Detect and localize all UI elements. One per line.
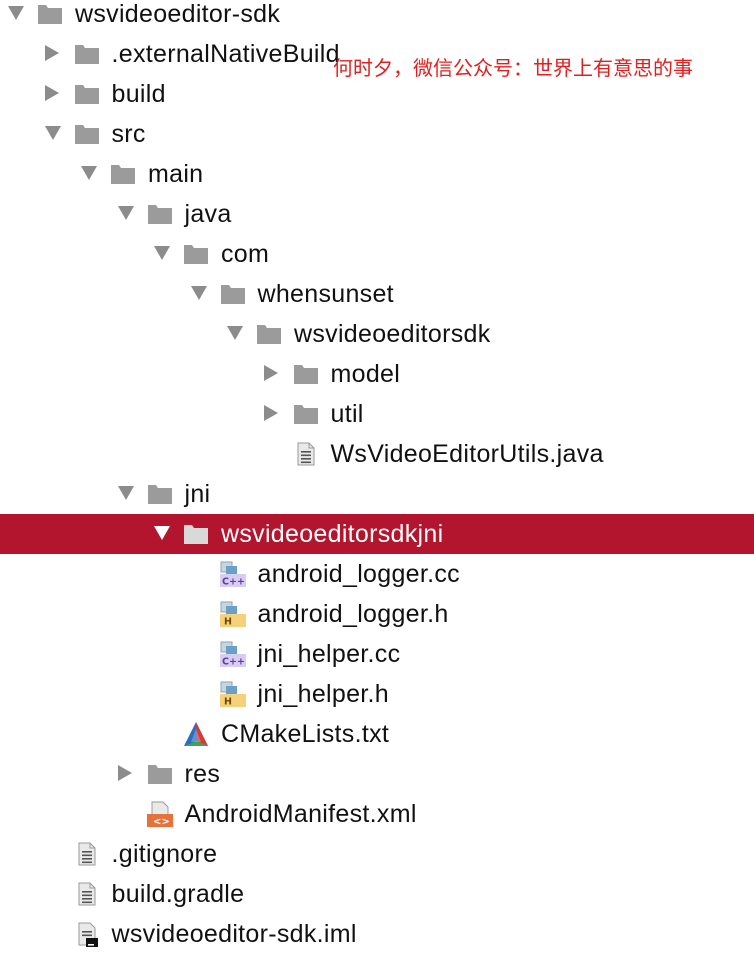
- folder-icon: [147, 481, 173, 507]
- tree-item-label: android_logger.cc: [257, 560, 460, 588]
- svg-text:<>: <>: [153, 817, 170, 828]
- folder-icon: [293, 401, 319, 427]
- tree-item-wsvideoeditorsdkjni[interactable]: wsvideoeditorsdkjni: [0, 514, 754, 554]
- tree-item-gitignore[interactable]: .gitignore: [0, 834, 754, 874]
- tree-item-label: WsVideoEditorUtils.java: [330, 440, 604, 468]
- tree-item-res[interactable]: res: [0, 754, 754, 794]
- chevron-right-icon[interactable]: [263, 365, 278, 381]
- header-file-icon: H: [219, 681, 246, 708]
- tree-item-label: wsvideoeditorsdk: [294, 320, 491, 348]
- header-file-icon: H: [219, 601, 246, 628]
- tree-item-model[interactable]: model: [0, 354, 754, 394]
- tree-item-whensunset[interactable]: whensunset: [0, 274, 754, 314]
- tree-item-label: wsvideoeditor-sdk: [75, 0, 281, 28]
- folder-icon: [74, 121, 100, 147]
- folder-icon: [293, 361, 319, 387]
- tree-item-android-logger-cc[interactable]: C++ android_logger.cc: [0, 554, 754, 594]
- chevron-down-icon[interactable]: [227, 326, 243, 340]
- chevron-down-icon[interactable]: [190, 286, 207, 300]
- tree-item-label: src: [111, 120, 146, 148]
- folder-icon: [147, 761, 173, 787]
- iml-file-icon: [74, 921, 100, 947]
- chevron-right-icon[interactable]: [117, 765, 132, 781]
- file-icon: [74, 881, 100, 907]
- tree-item-label: build: [111, 80, 166, 108]
- tree-item-wsvideoeditorsdk[interactable]: wsvideoeditorsdk: [0, 314, 754, 354]
- tree-item-label: whensunset: [257, 280, 394, 308]
- tree-item-label: .externalNativeBuild: [111, 40, 340, 68]
- tree-item-util[interactable]: util: [0, 394, 754, 434]
- chevron-down-icon[interactable]: [81, 166, 97, 180]
- tree-item-wsvideoeditor-sdk-iml[interactable]: wsvideoeditor-sdk.iml: [0, 914, 754, 954]
- tree-item-label: wsvideoeditor-sdk.iml: [111, 920, 357, 948]
- chevron-right-icon[interactable]: [44, 45, 59, 61]
- tree-item-main[interactable]: main: [0, 154, 754, 194]
- tree-item-label: res: [184, 760, 221, 788]
- chevron-down-icon[interactable]: [154, 526, 170, 540]
- tree-item-externalnativebuild[interactable]: .externalNativeBuild: [0, 34, 754, 74]
- folder-icon: [74, 41, 100, 67]
- folder-icon: [183, 521, 209, 547]
- folder-icon: [110, 161, 136, 187]
- tree-item-label: AndroidManifest.xml: [184, 800, 417, 828]
- svg-text:C++: C++: [222, 577, 245, 588]
- folder-icon: [37, 1, 63, 27]
- tree-item-build[interactable]: build: [0, 74, 754, 114]
- cpp-file-icon: C++: [219, 641, 246, 668]
- tree-item-label: util: [330, 400, 364, 428]
- tree-item-jni[interactable]: jni: [0, 474, 754, 514]
- tree-item-src[interactable]: src: [0, 114, 754, 154]
- tree-item-androidmanifest-xml[interactable]: <> AndroidManifest.xml: [0, 794, 754, 834]
- chevron-down-icon[interactable]: [44, 126, 61, 140]
- tree-item-jni-helper-cc[interactable]: C++ jni_helper.cc: [0, 634, 754, 674]
- tree-item-label: jni_helper.cc: [257, 640, 401, 668]
- chevron-right-icon[interactable]: [263, 405, 278, 421]
- chevron-down-icon[interactable]: [117, 206, 134, 220]
- folder-icon: [74, 81, 100, 107]
- chevron-down-icon[interactable]: [117, 486, 134, 500]
- svg-text:H: H: [224, 697, 232, 708]
- tree-item-label: android_logger.h: [257, 600, 449, 628]
- folder-icon: [220, 281, 246, 307]
- chevron-down-icon[interactable]: [8, 6, 24, 20]
- folder-icon: [147, 201, 173, 227]
- tree-item-label: wsvideoeditorsdkjni: [221, 520, 444, 548]
- file-icon: [74, 841, 100, 867]
- svg-text:H: H: [224, 617, 232, 628]
- tree-item-com[interactable]: com: [0, 234, 754, 274]
- xml-file-icon: <>: [146, 801, 173, 828]
- folder-icon: [256, 321, 282, 347]
- tree-item-label: model: [330, 360, 401, 388]
- tree-item-java[interactable]: java: [0, 194, 754, 234]
- tree-item-wsvideoeditor-sdk[interactable]: wsvideoeditor-sdk: [0, 0, 754, 34]
- folder-icon: [183, 241, 209, 267]
- chevron-down-icon[interactable]: [154, 246, 170, 260]
- tree-item-label: CMakeLists.txt: [221, 720, 390, 748]
- cpp-file-icon: C++: [219, 561, 246, 588]
- cmake-icon: [183, 721, 209, 747]
- tree-item-label: com: [221, 240, 270, 268]
- tree-item-label: .gitignore: [111, 840, 218, 868]
- tree-item-cmakelists-txt[interactable]: CMakeLists.txt: [0, 714, 754, 754]
- tree-item-label: build.gradle: [111, 880, 245, 908]
- tree-item-label: java: [184, 200, 232, 228]
- tree-item-label: jni_helper.h: [257, 680, 389, 708]
- svg-text:C++: C++: [222, 657, 245, 668]
- tree-item-label: jni: [184, 480, 211, 508]
- file-icon: [293, 441, 319, 467]
- tree-item-wsvideoeditorutils-java[interactable]: WsVideoEditorUtils.java: [0, 434, 754, 474]
- tree-item-build-gradle[interactable]: build.gradle: [0, 874, 754, 914]
- tree-item-label: main: [148, 160, 204, 188]
- watermark-text: 何时夕，微信公众号：世界上有意思的事: [333, 56, 693, 80]
- chevron-right-icon[interactable]: [44, 85, 59, 101]
